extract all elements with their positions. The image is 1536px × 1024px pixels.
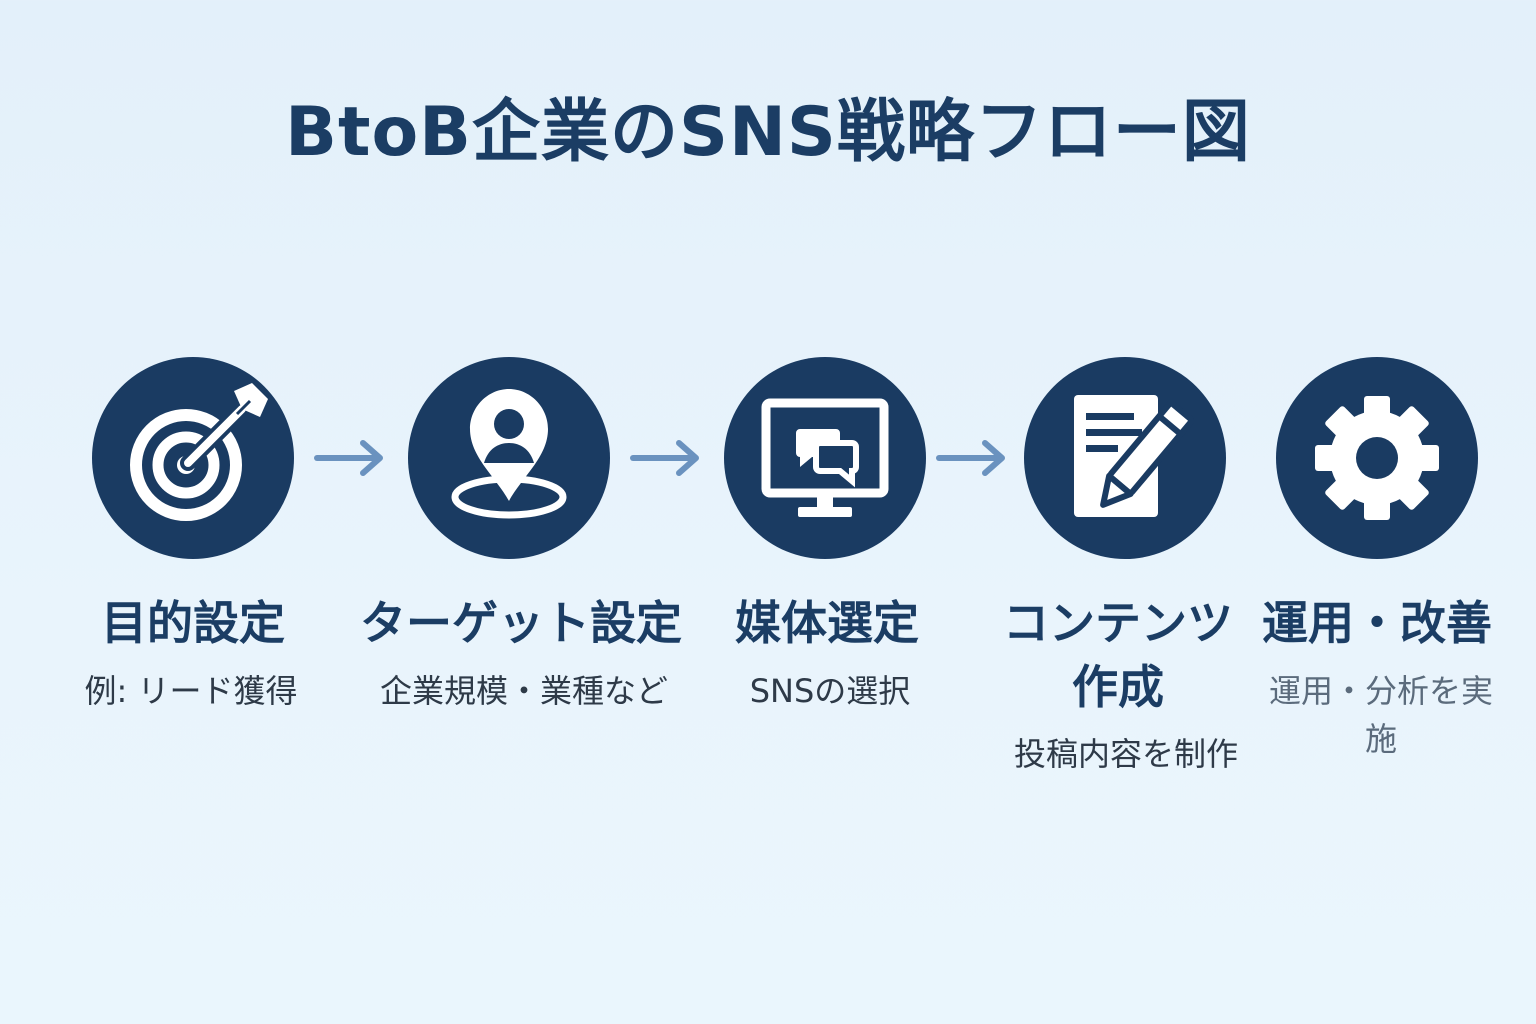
step-3-description: SNSの選択 [749, 672, 911, 710]
step-2-circle [408, 357, 610, 559]
monitor-chat-icon [761, 398, 889, 517]
location-person-icon [451, 389, 567, 519]
step-4-circle [1024, 357, 1226, 559]
step-5-circle [1276, 357, 1478, 559]
step-2-description: 企業規模・業種など [379, 672, 668, 710]
arrow-right-icon [630, 440, 699, 476]
step-4-description: 投稿内容を制作 [1013, 735, 1238, 773]
target-icon [130, 383, 268, 521]
document-pencil-icon [1074, 395, 1195, 517]
step-1-circle [92, 357, 294, 559]
arrow-right-icon [314, 440, 383, 476]
arrow-right-icon [936, 440, 1005, 476]
step-5-description-line2: 施 [1364, 720, 1397, 758]
step-3-label: 媒体選定 [735, 596, 919, 650]
step-1-label: 目的設定 [101, 596, 285, 650]
step-5-label: 運用・改善 [1262, 596, 1492, 650]
step-1-description: 例: リード獲得 [84, 672, 298, 710]
step-4-label-line2: 作成 [1072, 660, 1164, 714]
step-2-label: ターゲット設定 [360, 596, 682, 650]
page-title: BtoB企業のSNS戦略フロー図 [285, 93, 1251, 172]
step-5-description-line1: 運用・分析を実 [1268, 672, 1493, 710]
gear-icon [1315, 396, 1439, 520]
step-3-circle [724, 357, 926, 559]
step-4-label-line1: コンテンツ [1003, 596, 1233, 650]
